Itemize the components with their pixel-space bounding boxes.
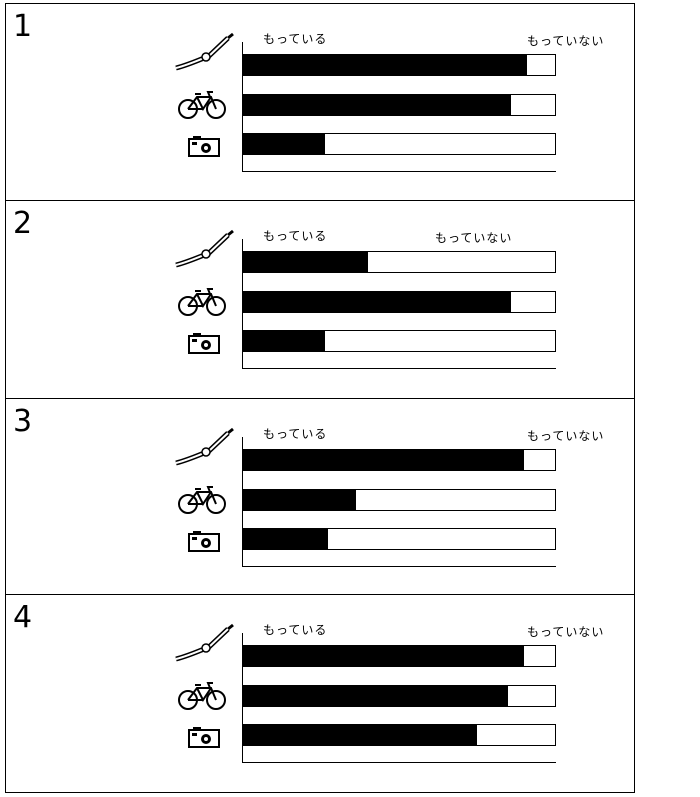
legend-owned-label: もっている — [263, 32, 328, 46]
chart-panel-4: 4 もっている もっていない — [5, 595, 635, 793]
bicycle-icon — [177, 88, 227, 124]
bicycle-icon — [177, 285, 227, 321]
panel-number: 1 — [13, 9, 33, 44]
camera-icon — [187, 134, 221, 162]
bar-camera — [243, 724, 556, 746]
fishing-rod-icon — [173, 427, 237, 471]
legend-not-owned-label: もっていない — [435, 231, 513, 245]
panel-number: 4 — [13, 600, 33, 635]
bar-fishing-rod — [243, 645, 556, 667]
x-axis-line — [242, 171, 556, 172]
camera-icon — [187, 725, 221, 753]
camera-icon — [187, 529, 221, 557]
y-axis-line — [242, 239, 243, 369]
y-axis-line — [242, 42, 243, 172]
legend-not-owned-label: もっていない — [527, 34, 605, 48]
bar-owned-segment — [244, 686, 509, 706]
legend-not-owned-label: もっていない — [527, 625, 605, 639]
legend-owned-label: もっている — [263, 229, 328, 243]
bicycle-icon — [177, 483, 227, 519]
fishing-rod-icon — [173, 229, 237, 273]
bar-owned-segment — [244, 529, 328, 549]
bar-camera — [243, 330, 556, 352]
bar-owned-segment — [244, 292, 512, 312]
bar-owned-segment — [244, 490, 356, 510]
chart-panel-3: 3 もっている もっていない — [5, 399, 635, 595]
camera-icon — [187, 331, 221, 359]
bicycle-icon — [177, 679, 227, 715]
panel-number: 2 — [13, 206, 33, 241]
bar-fishing-rod — [243, 251, 556, 273]
bar-owned-segment — [244, 450, 524, 470]
bar-bicycle — [243, 685, 556, 707]
bar-owned-segment — [244, 331, 325, 351]
bar-fishing-rod — [243, 449, 556, 471]
bar-bicycle — [243, 489, 556, 511]
bar-owned-segment — [244, 252, 369, 272]
panel-number: 3 — [13, 404, 33, 439]
bar-owned-segment — [244, 725, 478, 745]
chart-panel-1: 1 もっている もっていない — [5, 3, 635, 201]
bar-owned-segment — [244, 55, 527, 75]
y-axis-line — [242, 633, 243, 763]
fishing-rod-icon — [173, 32, 237, 76]
y-axis-line — [242, 437, 243, 567]
bar-camera — [243, 528, 556, 550]
bar-camera — [243, 133, 556, 155]
chart-panel-2: 2 もっている もっていない — [5, 201, 635, 399]
x-axis-line — [242, 762, 556, 763]
fishing-rod-icon — [173, 623, 237, 667]
legend-owned-label: もっている — [263, 623, 328, 637]
legend-owned-label: もっている — [263, 427, 328, 441]
bar-fishing-rod — [243, 54, 556, 76]
bar-owned-segment — [244, 646, 524, 666]
bar-owned-segment — [244, 134, 325, 154]
legend-not-owned-label: もっていない — [527, 429, 605, 443]
bar-bicycle — [243, 94, 556, 116]
x-axis-line — [242, 368, 556, 369]
bar-owned-segment — [244, 95, 512, 115]
bar-bicycle — [243, 291, 556, 313]
x-axis-line — [242, 566, 556, 567]
